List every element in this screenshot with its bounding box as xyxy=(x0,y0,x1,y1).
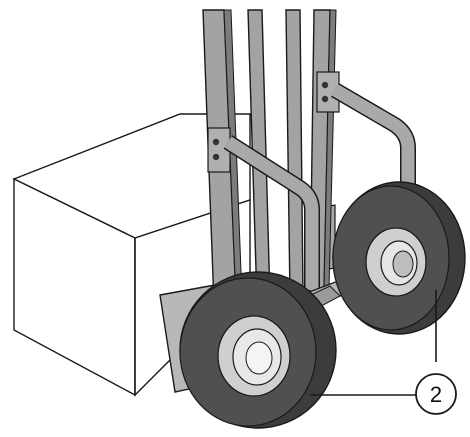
rear-wheel xyxy=(332,181,466,335)
bolt-icon xyxy=(321,81,329,89)
front-wheel xyxy=(179,271,337,429)
number-callout-icon xyxy=(415,373,457,415)
bolt-icon xyxy=(212,138,220,146)
callout-leaders xyxy=(310,290,437,396)
bolt-icon xyxy=(212,153,220,161)
wheel-struts xyxy=(223,83,416,290)
callout-label: 2 xyxy=(430,382,442,407)
mounting-brackets xyxy=(207,71,340,173)
callout-marker: 2 xyxy=(415,373,457,415)
bolt-icon xyxy=(321,95,329,103)
